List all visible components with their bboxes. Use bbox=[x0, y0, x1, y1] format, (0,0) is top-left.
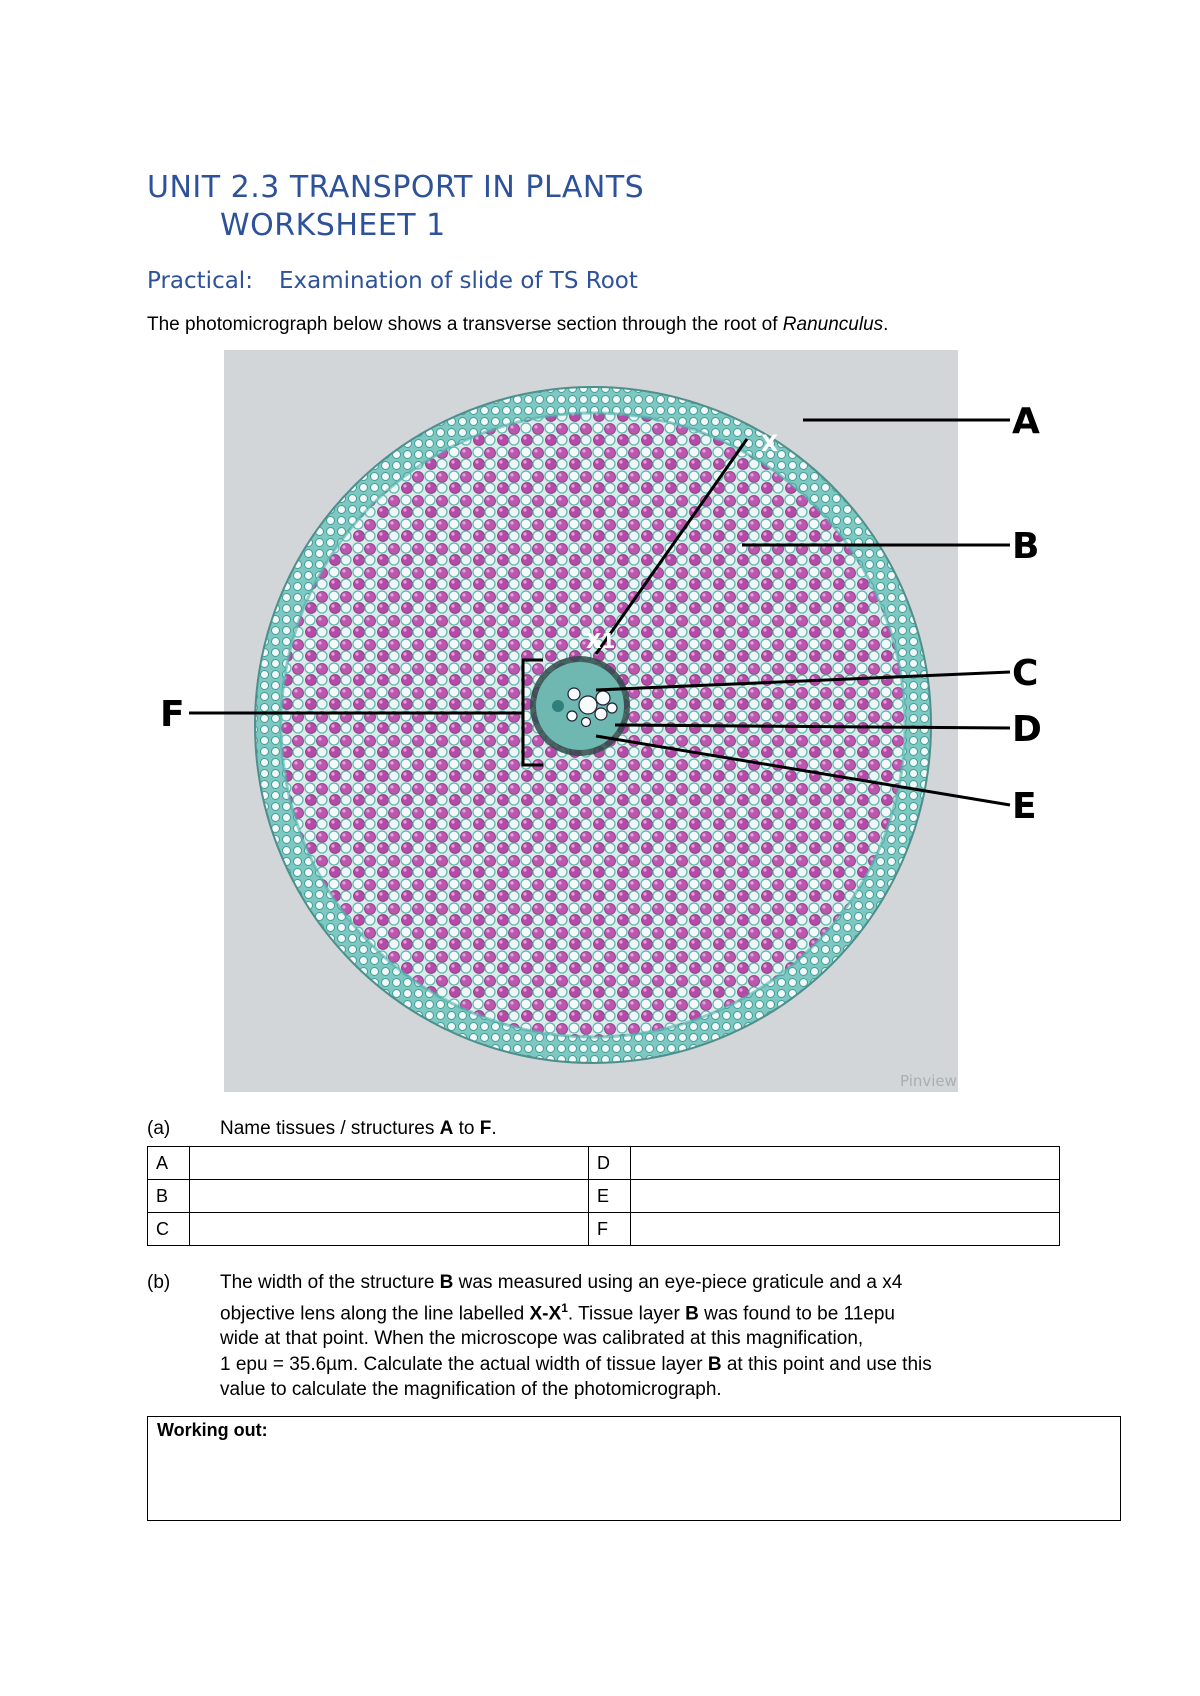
label-c-line bbox=[595, 670, 1011, 692]
label-x: X bbox=[761, 432, 778, 457]
label-x1: X1 bbox=[586, 629, 615, 653]
table-row: A D bbox=[147, 1146, 1060, 1180]
label-e: E bbox=[1012, 786, 1037, 827]
label-d-line bbox=[614, 723, 1011, 730]
label-e-line bbox=[595, 734, 1011, 807]
table-row: C F bbox=[147, 1212, 1060, 1246]
answer-cell-b[interactable] bbox=[189, 1179, 589, 1213]
row-key-d: D bbox=[588, 1146, 631, 1180]
question-a-text: Name tissues / structures A to F. bbox=[220, 1118, 497, 1139]
question-b-text: The width of the structure B was measure… bbox=[220, 1272, 932, 1401]
practical-label: Practical: bbox=[147, 268, 253, 294]
question-b-number: (b) bbox=[147, 1272, 171, 1293]
working-out-label: Working out: bbox=[157, 1420, 268, 1440]
page-title-line-1: UNIT 2.3 TRANSPORT IN PLANTS bbox=[147, 170, 645, 205]
answer-table: A D B E C F bbox=[147, 1146, 1060, 1246]
answer-cell-d[interactable] bbox=[630, 1146, 1060, 1180]
working-out-box[interactable]: Working out: bbox=[147, 1416, 1121, 1521]
row-key-e: E bbox=[588, 1179, 631, 1213]
label-a: A bbox=[1012, 401, 1040, 442]
row-key-a: A bbox=[147, 1146, 190, 1180]
row-key-b: B bbox=[147, 1179, 190, 1213]
answer-cell-e[interactable] bbox=[630, 1179, 1060, 1213]
row-key-f: F bbox=[588, 1212, 631, 1246]
question-a-number: (a) bbox=[147, 1118, 171, 1139]
answer-cell-a[interactable] bbox=[189, 1146, 589, 1180]
page-title-line-2: WORKSHEET 1 bbox=[220, 208, 446, 243]
species-name: Ranunculus bbox=[782, 314, 884, 335]
x-x1-line bbox=[594, 438, 749, 655]
label-d: D bbox=[1012, 709, 1040, 750]
label-f: F bbox=[160, 694, 185, 735]
practical-heading: Practical: Examination of slide of TS Roo… bbox=[147, 268, 638, 294]
label-b: B bbox=[1012, 526, 1039, 567]
intro-text: The photomicrograph below shows a transv… bbox=[147, 314, 889, 335]
row-key-c: C bbox=[147, 1212, 190, 1246]
table-row: B E bbox=[147, 1179, 1060, 1213]
root-cross-section-image: Pinview A B C D E F X X1 bbox=[160, 350, 1042, 1092]
answer-cell-f[interactable] bbox=[630, 1212, 1060, 1246]
watermark-text: Pinview bbox=[900, 1072, 957, 1090]
practical-title: Examination of slide of TS Root bbox=[278, 268, 638, 294]
root-photomicrograph-figure: Pinview A B C D E F X X1 bbox=[160, 350, 1042, 1092]
answer-cell-c[interactable] bbox=[189, 1212, 589, 1246]
label-c: C bbox=[1012, 653, 1038, 694]
label-f-bracket bbox=[521, 658, 543, 767]
